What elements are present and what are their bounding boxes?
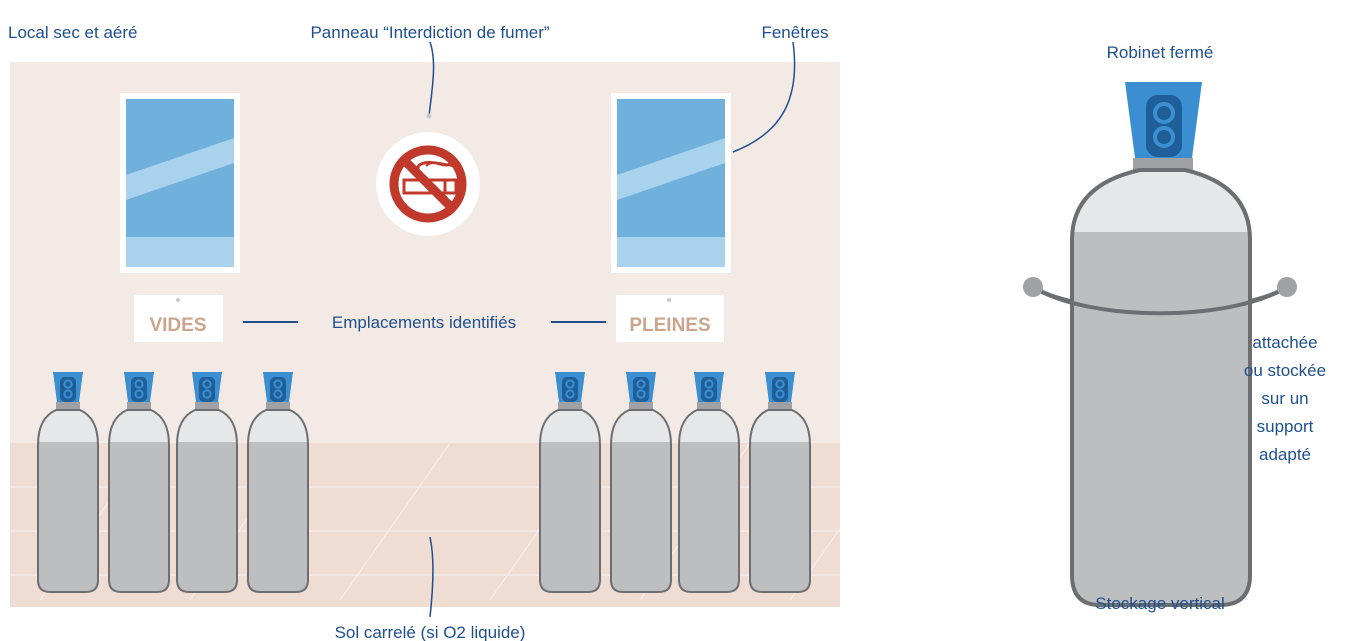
label-attachee-4: support: [1257, 417, 1314, 436]
sign-pleines-label: PLEINES: [629, 315, 710, 336]
label-stockage: Stockage vertical: [1095, 594, 1224, 613]
valve-icon: [263, 372, 293, 402]
large-cylinder: [1023, 82, 1297, 607]
strap-anchor-left: [1023, 277, 1043, 297]
oxygen-cylinder-icon: [749, 372, 811, 593]
valve-icon: [1125, 82, 1202, 170]
label-attachee-2: ou stockée: [1244, 361, 1326, 380]
valve-icon: [555, 372, 585, 402]
cylinder-rows: [37, 372, 811, 593]
callout-line-sol: [429, 536, 434, 618]
window-icon: [120, 93, 240, 273]
oxygen-cylinder-icon: [37, 372, 99, 593]
callout-line-fenetres: [732, 41, 796, 153]
oxygen-cylinder-icon: [176, 372, 238, 593]
label-fenetres: Fenêtres: [761, 23, 828, 42]
label-sol: Sol carrelé (si O2 liquide): [335, 623, 526, 641]
valve-icon: [192, 372, 222, 402]
valve-icon: [694, 372, 724, 402]
label-attachee-5: adapté: [1259, 445, 1311, 464]
callout-line-panneau: [428, 41, 435, 117]
label-panneau: Panneau “Interdiction de fumer”: [310, 23, 549, 42]
label-robinet: Robinet fermé: [1107, 43, 1214, 62]
no-smoking-icon: [376, 132, 480, 236]
label-attachee-1: attachée: [1252, 333, 1317, 352]
oxygen-cylinder-icon: [678, 372, 740, 593]
oxygen-cylinder-icon: [247, 372, 309, 593]
label-local: Local sec et aéré: [8, 23, 137, 42]
oxygen-cylinder-icon: [539, 372, 601, 593]
oxygen-cylinder-icon: [108, 372, 170, 593]
strap-anchor-right: [1277, 277, 1297, 297]
valve-icon: [53, 372, 83, 402]
sign-pleines: PLEINES: [616, 295, 724, 342]
oxygen-cylinder-icon: [610, 372, 672, 593]
emplacements-label: Emplacements identifiés: [332, 313, 516, 332]
label-attachee-3: sur un: [1261, 389, 1308, 408]
sign-vides: VIDES: [134, 295, 223, 342]
window-icon: [611, 93, 731, 273]
valve-icon: [765, 372, 795, 402]
sign-vides-label: VIDES: [149, 315, 206, 336]
valve-icon: [626, 372, 656, 402]
valve-icon: [124, 372, 154, 402]
